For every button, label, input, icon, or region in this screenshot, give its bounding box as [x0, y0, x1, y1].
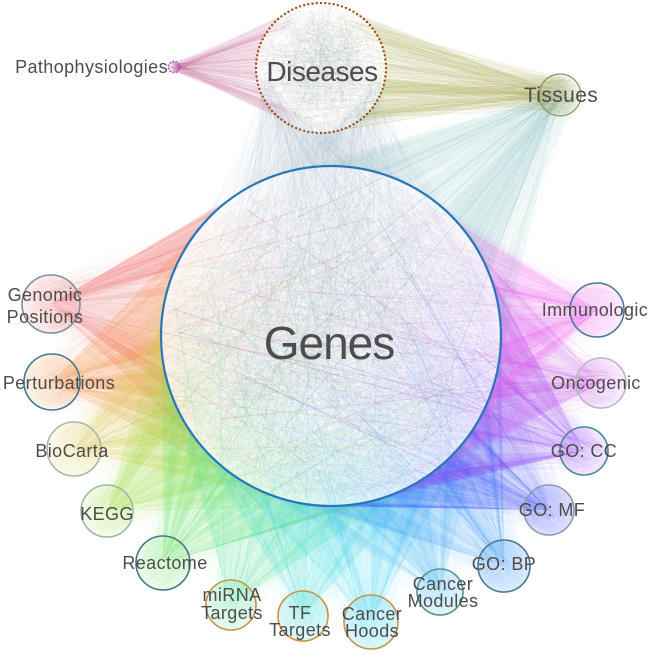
svg-text:Oncogenic: Oncogenic — [551, 373, 641, 393]
svg-text:TF: TF — [289, 603, 312, 623]
svg-text:GO: CC: GO: CC — [551, 441, 617, 461]
svg-text:Diseases: Diseases — [266, 56, 377, 87]
svg-text:Targets: Targets — [201, 603, 263, 623]
svg-text:miRNA: miRNA — [203, 585, 262, 605]
svg-text:Reactome: Reactome — [122, 553, 207, 573]
svg-text:Positions: Positions — [7, 307, 84, 327]
svg-text:Modules: Modules — [408, 591, 479, 611]
svg-text:Pathophysiologies: Pathophysiologies — [15, 57, 168, 77]
svg-text:Genomic: Genomic — [8, 285, 83, 305]
svg-text:BioCarta: BioCarta — [35, 441, 109, 461]
svg-text:GO: MF: GO: MF — [519, 500, 585, 520]
svg-text:Immunologic: Immunologic — [542, 300, 648, 320]
svg-text:Genes: Genes — [264, 317, 395, 369]
svg-text:KEGG: KEGG — [80, 504, 134, 524]
svg-text:Hoods: Hoods — [345, 621, 399, 641]
svg-text:Targets: Targets — [269, 620, 331, 640]
svg-text:Cancer: Cancer — [413, 574, 473, 594]
svg-text:Tissues: Tissues — [524, 84, 598, 107]
svg-text:Perturbations: Perturbations — [3, 373, 115, 393]
svg-text:Cancer: Cancer — [342, 604, 402, 624]
svg-text:GO: BP: GO: BP — [472, 554, 536, 574]
